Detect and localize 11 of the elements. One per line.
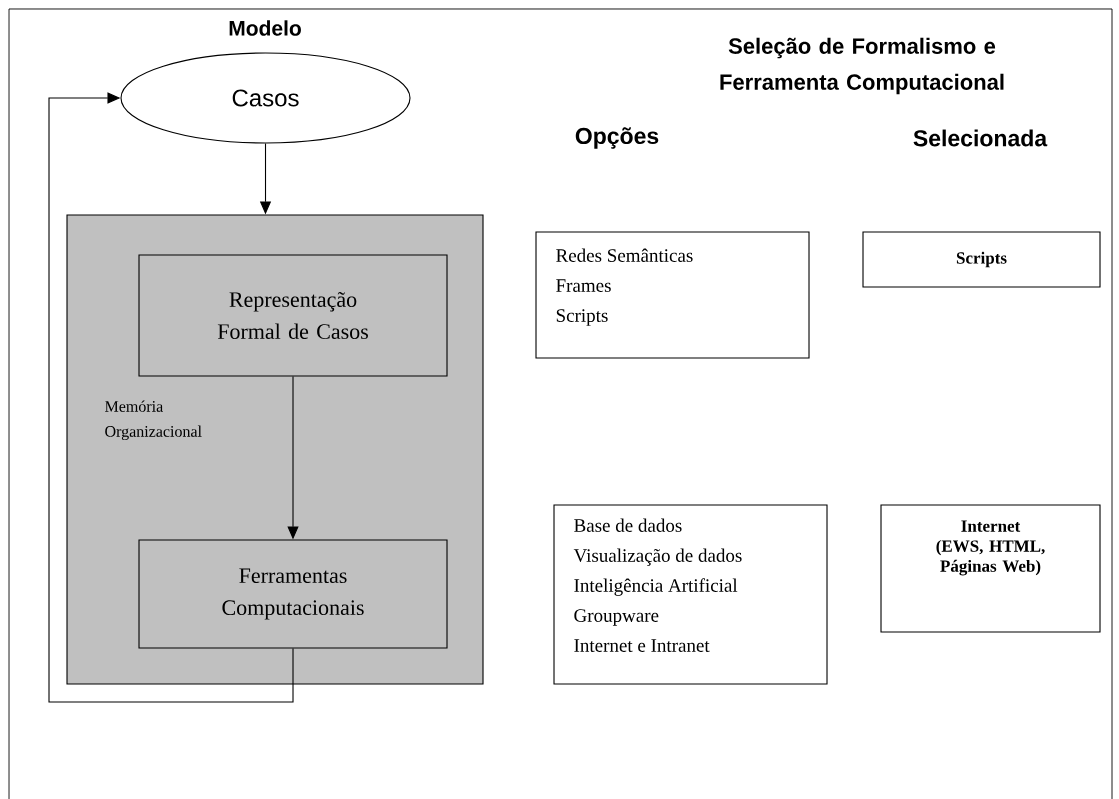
process-box: Representação Formal de Casos <box>138 254 448 377</box>
ellipse-node: Casos <box>120 52 411 144</box>
process-box: Ferramentas Computacionais <box>138 539 448 649</box>
column-heading: Opções <box>575 127 659 149</box>
heading: Seleção de Formalismo e Ferramenta Computacional <box>720 37 1004 95</box>
column-heading: Selecionada <box>913 129 1048 147</box>
selected-box: Internet (EWS, HTML, Páginas Web) <box>880 504 1101 633</box>
options-box: Redes Semânticas Frames Scripts <box>535 231 810 359</box>
arrow <box>48 92 294 703</box>
selected-box: Scripts <box>862 231 1101 288</box>
options-box: Base de dados Visualização de dados Inteligência Artificial Groupware Internet e Intranet <box>553 504 828 685</box>
